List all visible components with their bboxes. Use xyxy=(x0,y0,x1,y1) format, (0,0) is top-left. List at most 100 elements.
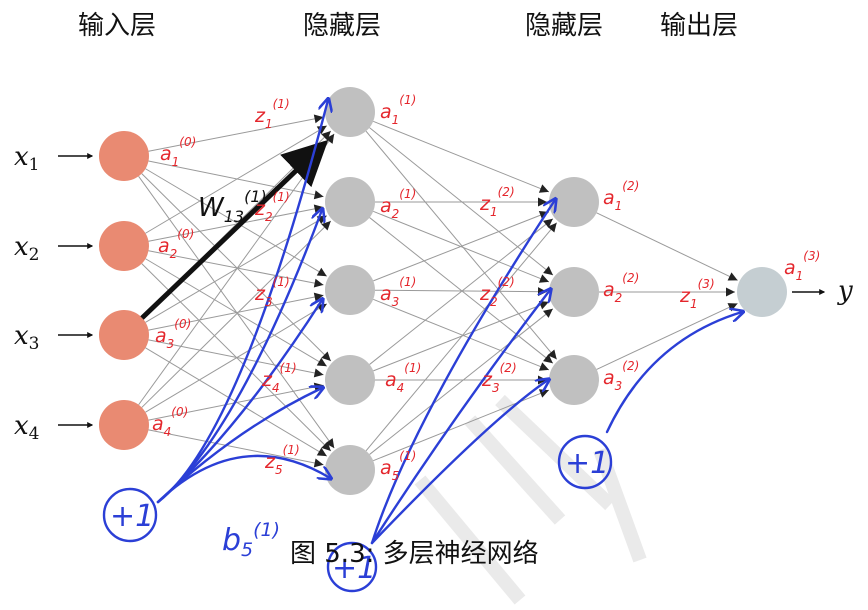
edge-arrowhead xyxy=(727,272,738,281)
input-var: x xyxy=(14,411,29,441)
hidden1-z-label: z3(1) xyxy=(254,275,290,309)
hidden2-node xyxy=(549,267,599,317)
bias-stroke-output xyxy=(605,312,742,434)
hidden2-node xyxy=(549,355,599,405)
bias-stroke-hidden1 xyxy=(156,454,330,504)
edge-arrowhead xyxy=(538,274,549,283)
hidden1-z-label: z4(1) xyxy=(261,361,297,395)
hidden1-a-label: a4(1) xyxy=(385,361,421,395)
bias-annotations: +1 +1 +1 xyxy=(102,100,742,593)
output-label: y xyxy=(837,276,853,306)
edge-arrowhead xyxy=(543,354,553,364)
hidden2-a-label: a2(2) xyxy=(603,271,639,305)
edge-arrowhead xyxy=(726,287,735,297)
edge-hidden2-output xyxy=(596,212,738,281)
edge-arrowhead xyxy=(316,267,327,277)
edge-hidden1-hidden2 xyxy=(365,130,558,360)
hidden1-node xyxy=(325,355,375,405)
edge-arrowhead xyxy=(538,362,549,371)
hidden1-z-label: z1(1) xyxy=(254,97,290,131)
edge-arrowhead xyxy=(313,458,324,468)
input-node xyxy=(99,310,149,360)
edge-arrowhead xyxy=(543,308,553,318)
edge-arrowhead xyxy=(321,441,331,451)
edge-hidden1-hidden2 xyxy=(373,211,550,282)
bias-stroke-hidden2 xyxy=(370,290,550,545)
input-node xyxy=(99,221,149,271)
figure-caption: 图 5.3: 多层神经网络 xyxy=(290,539,539,569)
hidden2-a-label: a3(2) xyxy=(603,359,639,393)
weight-label-w13: W13(1) xyxy=(198,187,267,226)
edge-arrowhead xyxy=(313,368,324,378)
input-activation-label: a2(0) xyxy=(158,227,194,261)
handwritten-labels: a1(0) a2(0) a3(0) a4(0) z1(1) z2(1) z3(1) z4(1)… xyxy=(152,93,820,561)
edge-input-hidden1 xyxy=(148,429,324,466)
edge-arrowhead xyxy=(538,197,547,207)
hidden2-z-label: z2(2) xyxy=(479,275,515,309)
edge-input-hidden1 xyxy=(148,116,324,152)
edge-arrowhead xyxy=(313,190,324,200)
watermark xyxy=(414,394,647,605)
edge-arrowhead xyxy=(538,184,549,193)
bias-unit-circle xyxy=(557,434,613,490)
hidden2-z-label: z1(2) xyxy=(479,185,515,219)
edge-arrowhead xyxy=(543,265,553,276)
neuron-nodes xyxy=(99,87,787,495)
input-activation-label: a1(0) xyxy=(160,135,196,169)
bias-unit-label: +1 xyxy=(332,551,376,586)
edge-input-hidden1 xyxy=(148,294,324,331)
edge-hidden1-hidden2 xyxy=(369,127,554,276)
title-hidden-layer-2: 隐藏层 xyxy=(525,11,603,41)
bias-unit-label: +1 xyxy=(110,499,154,534)
edge-arrowhead xyxy=(547,349,557,360)
edge-arrowhead xyxy=(321,351,331,361)
input-node xyxy=(99,400,149,450)
edge-hidden1-hidden2 xyxy=(373,120,550,193)
edge-arrowhead xyxy=(316,447,327,457)
hidden1-a-label: a3(1) xyxy=(380,275,416,309)
edge-arrowhead xyxy=(325,438,335,449)
input-label-x3: x3 xyxy=(14,321,40,354)
hidden1-node xyxy=(325,87,375,137)
bias-unit-circle xyxy=(326,541,378,593)
bias-unit-circle xyxy=(102,487,158,543)
hidden1-node xyxy=(325,445,375,495)
input-node xyxy=(99,131,149,181)
bias-label-b5: b5(1) xyxy=(222,519,280,561)
hidden2-a-label: a1(2) xyxy=(603,179,639,213)
output-a-label: a1(3) xyxy=(784,249,820,283)
hidden1-node xyxy=(325,177,375,227)
edge-input-hidden1 xyxy=(145,303,328,413)
edge-input-hidden1 xyxy=(141,220,332,408)
bias-unit-label: +1 xyxy=(565,446,609,481)
output-z-label: z1(3) xyxy=(679,277,715,311)
title-hidden-layer-1: 隐藏层 xyxy=(303,11,381,41)
edge-hidden1-hidden2 xyxy=(373,298,550,371)
edge-hidden1-hidden2 xyxy=(369,308,554,455)
edge-hidden1-hidden2 xyxy=(365,222,558,452)
edge-hidden1-hidden2 xyxy=(369,218,554,365)
hidden1-z-label: z2(1) xyxy=(254,190,290,224)
edge-hidden2-output xyxy=(596,302,738,370)
hidden1-a-label: a2(1) xyxy=(380,187,416,221)
edge-arrowhead xyxy=(543,218,553,228)
input-activation-label: a4(0) xyxy=(152,405,188,439)
hidden2-z-label: z3(2) xyxy=(481,361,517,395)
weight-arrow-w13 xyxy=(140,139,329,320)
edge-input-hidden1 xyxy=(145,168,328,277)
input-var: x xyxy=(14,142,29,172)
edge-hidden1-hidden2 xyxy=(374,289,548,293)
input-sub: 3 xyxy=(29,334,40,354)
hidden1-a-label: a1(1) xyxy=(380,93,416,127)
input-sub: 4 xyxy=(29,424,40,444)
hidden1-z-label: z5(1) xyxy=(264,443,300,477)
title-input-layer: 输入层 xyxy=(78,11,156,41)
input-activation-label: a3(0) xyxy=(155,317,191,351)
input-label-x2: x2 xyxy=(14,232,40,265)
hidden1-node xyxy=(325,265,375,315)
edge-arrowhead xyxy=(321,220,331,231)
input-sub: 1 xyxy=(29,155,40,175)
input-label-x1: x1 xyxy=(14,142,40,175)
